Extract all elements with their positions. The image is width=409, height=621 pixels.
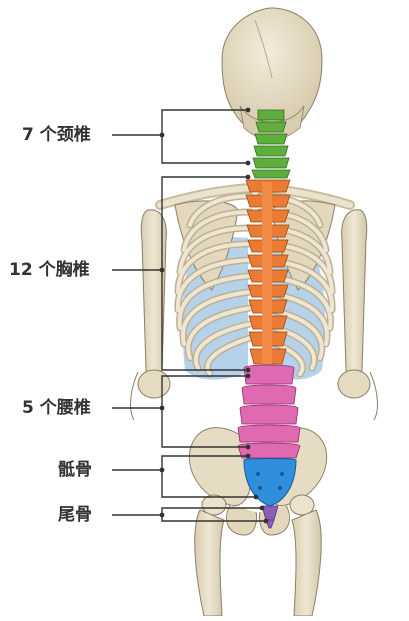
label-sacrum: 骶骨 <box>58 460 92 480</box>
lumbar-vertebrae <box>238 365 300 458</box>
label-coccyx: 尾骨 <box>58 505 92 525</box>
label-thoracic: 12 个胸椎 <box>9 260 90 280</box>
label-lumbar: 5 个腰椎 <box>22 398 91 418</box>
label-cervical: 7 个颈椎 <box>22 125 91 145</box>
femurs <box>195 510 321 616</box>
